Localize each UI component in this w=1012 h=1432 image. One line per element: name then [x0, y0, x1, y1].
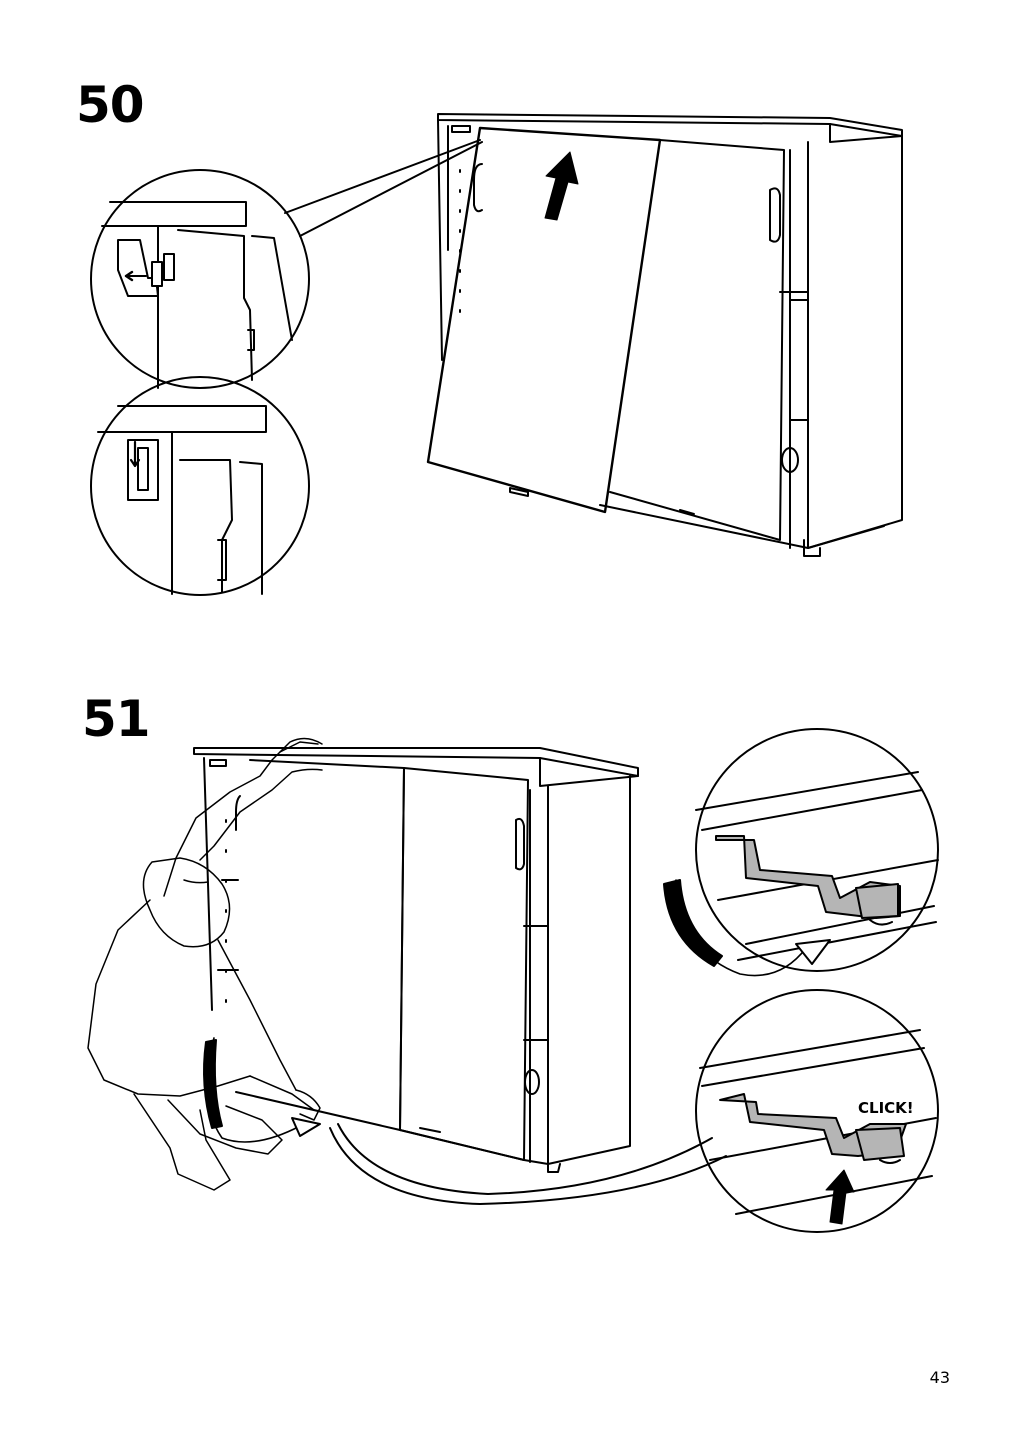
lift-arrow	[544, 151, 579, 221]
page-number: 43	[929, 1368, 950, 1387]
click-label: CLICK!	[858, 1099, 914, 1117]
detail-circle-2	[90, 376, 310, 596]
step51-cabinet	[193, 747, 639, 1173]
step-51-number: 51	[82, 690, 151, 748]
detail-circle-4	[695, 989, 939, 1233]
detail-circle-1	[90, 169, 310, 389]
step-50-number: 50	[76, 76, 145, 134]
detail-circle-3	[695, 728, 939, 972]
snap-arrow	[825, 1169, 855, 1225]
step50-cabinet	[426, 113, 903, 557]
